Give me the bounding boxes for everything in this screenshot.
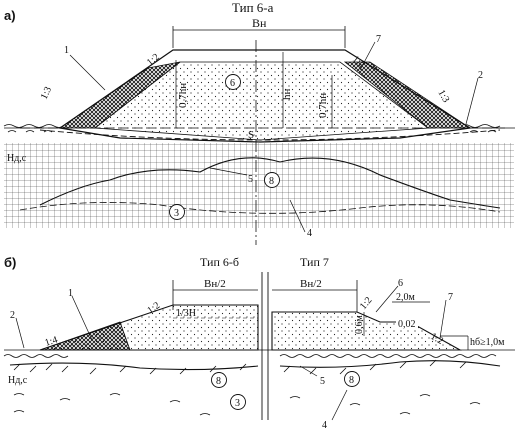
height-center-label: hн [281,89,293,101]
panel-b-title-left: Тип 6-б [200,255,239,269]
panel-b-swamp-label: Нд,с [8,375,28,386]
callout-5: 5 [248,174,253,185]
b-callout-4: 4 [322,420,327,431]
swamp-deposit [4,143,514,228]
b-callout-7: 7 [448,292,453,303]
panel-a-width-label: Bн [252,16,267,30]
b-callout-5: 5 [320,376,325,387]
panel-a-swamp-label: Нд,с [7,153,27,164]
panel-b: б) Тип 6-б Тип 7 Bн/2 Bн/2 1/3Н 1:2 1:4 … [3,255,515,431]
panel-a-callouts: 1 7 2 6 5 8 3 4 [64,34,483,239]
slope-left: 1:3 [39,85,54,101]
callout-3: 3 [174,208,179,219]
panel-b-label: б) [4,255,16,270]
callout-4: 4 [307,228,312,239]
slope-b-left-1-4: 1:4 [44,334,60,348]
type-6b-berm [39,321,131,351]
width-left-label: Bн/2 [204,278,226,290]
panel-b-title-right: Тип 7 [300,255,329,269]
width-right-label: Bн/2 [300,278,322,290]
callout-7: 7 [376,34,381,45]
panel-a: а) Тип 6-а Bн 0,7hн hн 0,7hн S 1:2 1:2 [3,0,515,245]
callout-8: 8 [269,176,274,187]
slope-right: 1:3 [435,88,451,105]
panel-a-title: Тип 6-а [232,0,274,15]
depth-left-label: 0,7hн [177,83,189,108]
callout-1: 1 [64,45,69,56]
b-callout-6: 6 [398,278,403,289]
slope-b-right-a: 1:2 [358,295,375,312]
axis-label: S [248,129,254,141]
b-callout-3: 3 [235,398,240,409]
b-callout-8-left: 8 [216,376,221,387]
b-callout-8-right: 8 [349,375,354,386]
callout-2: 2 [478,70,483,81]
callout-6: 6 [230,78,235,89]
height-third-label: 1/3Н [176,308,196,319]
type-7-embankment [271,311,463,351]
depth-right-label: 0,7hн [317,93,329,118]
grade-label: 0,02 [398,319,416,330]
hb-label: hб≥1,0м [470,337,505,348]
dim-2m-label: 2,0м [396,292,416,303]
height-06-label: 0,6м [354,315,365,335]
panel-a-label: а) [4,8,16,23]
b-callout-1: 1 [68,288,73,299]
b-callout-2: 2 [10,310,15,321]
